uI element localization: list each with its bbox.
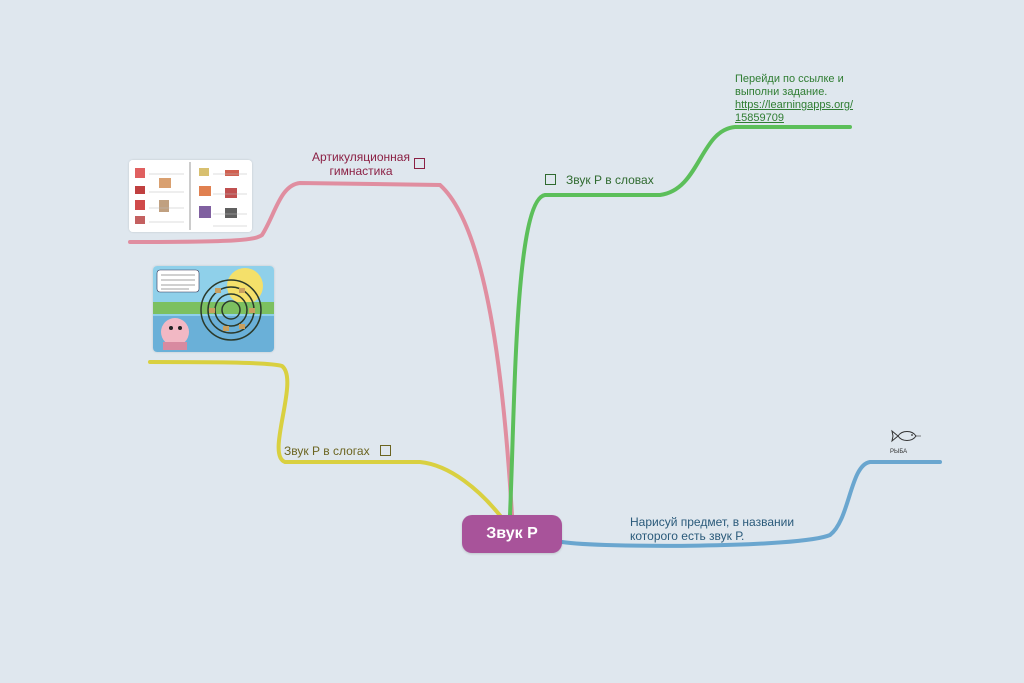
connector-draw — [560, 460, 942, 548]
fish-sketch-icon — [891, 429, 921, 443]
worksheet-preview-icon — [129, 160, 252, 232]
words-note-line2: выполни задание. — [735, 86, 828, 98]
connector-articulation — [128, 180, 514, 517]
articulation-worksheet-image[interactable] — [129, 160, 252, 232]
central-topic[interactable]: Звук Р — [462, 515, 562, 553]
topic-articulation-label: Артикуляционная гимнастика — [312, 150, 410, 178]
connector-syllables — [148, 360, 504, 520]
topic-words[interactable]: Звук Р в словах — [566, 173, 654, 187]
checkbox-icon[interactable] — [545, 174, 556, 185]
connector-words — [508, 125, 852, 517]
topic-draw-line2: которого есть звук Р. — [630, 529, 745, 543]
checkbox-icon[interactable] — [414, 158, 425, 169]
learningapps-link[interactable]: https://learningapps.org/ — [735, 99, 854, 111]
fish-caption: РЫБА — [890, 449, 908, 455]
topic-draw-line1: Нарисуй предмет, в названии — [630, 515, 795, 529]
checkbox-icon[interactable] — [380, 445, 391, 456]
words-note-line1: Перейди по ссылке и — [735, 73, 844, 85]
syllables-maze-image[interactable] — [153, 266, 274, 352]
topic-draw[interactable]: Нарисуй предмет, в названии которого ест… — [630, 515, 794, 543]
fish-drawing[interactable]: РЫБА — [888, 428, 924, 455]
topic-syllables[interactable]: Звук Р в слогах — [284, 444, 370, 458]
words-note: Перейди по ссылке и выполни задание. htt… — [735, 73, 854, 125]
maze-preview-icon — [153, 266, 274, 352]
topic-syllables-label: Звук Р в слогах — [284, 444, 370, 458]
learningapps-link-id[interactable]: 15859709 — [735, 112, 784, 124]
topic-articulation[interactable]: Артикуляционная гимнастика — [306, 150, 416, 178]
topic-words-label: Звук Р в словах — [566, 173, 654, 187]
central-topic-label: Звук Р — [486, 525, 538, 542]
